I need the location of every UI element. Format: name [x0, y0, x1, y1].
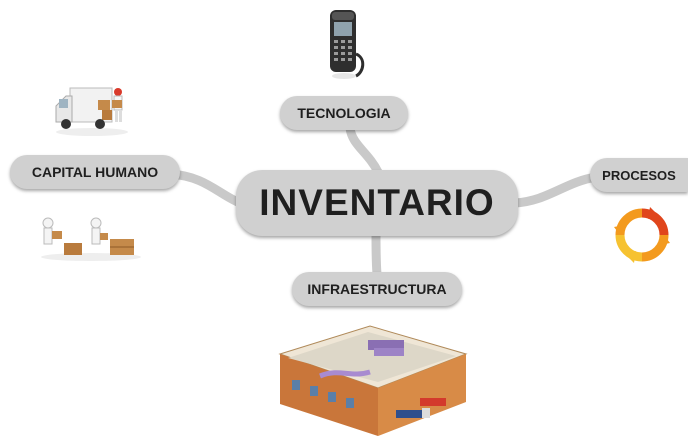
connector-capital-humano — [165, 169, 245, 208]
branch-label-procesos: PROCESOS — [602, 167, 676, 183]
handheld-scanner-icon — [330, 10, 365, 79]
central-topic-node: INVENTARIO — [236, 170, 518, 236]
branch-label-infraestructura: INFRAESTRUCTURA — [307, 281, 447, 297]
branch-node-infraestructura: INFRAESTRUCTURA — [292, 272, 462, 306]
workers-with-boxes-icon — [41, 217, 141, 261]
delivery-truck-icon — [55, 87, 128, 136]
warehouse-illustration — [278, 325, 468, 436]
connector-infraestructura — [371, 229, 382, 279]
connector-tecnologia — [345, 123, 383, 177]
branch-label-tecnologia: TECNOLOGIA — [297, 105, 391, 121]
cycle-arrows-icon — [614, 207, 670, 263]
branch-node-capital-humano: CAPITAL HUMANO — [10, 155, 180, 189]
branch-node-procesos: PROCESOS — [590, 158, 688, 192]
branch-label-capital-humano: CAPITAL HUMANO — [31, 164, 159, 180]
connector-procesos — [510, 172, 601, 208]
central-topic-label: INVENTARIO — [259, 182, 495, 223]
branch-node-tecnologia: TECNOLOGIA — [280, 96, 408, 130]
